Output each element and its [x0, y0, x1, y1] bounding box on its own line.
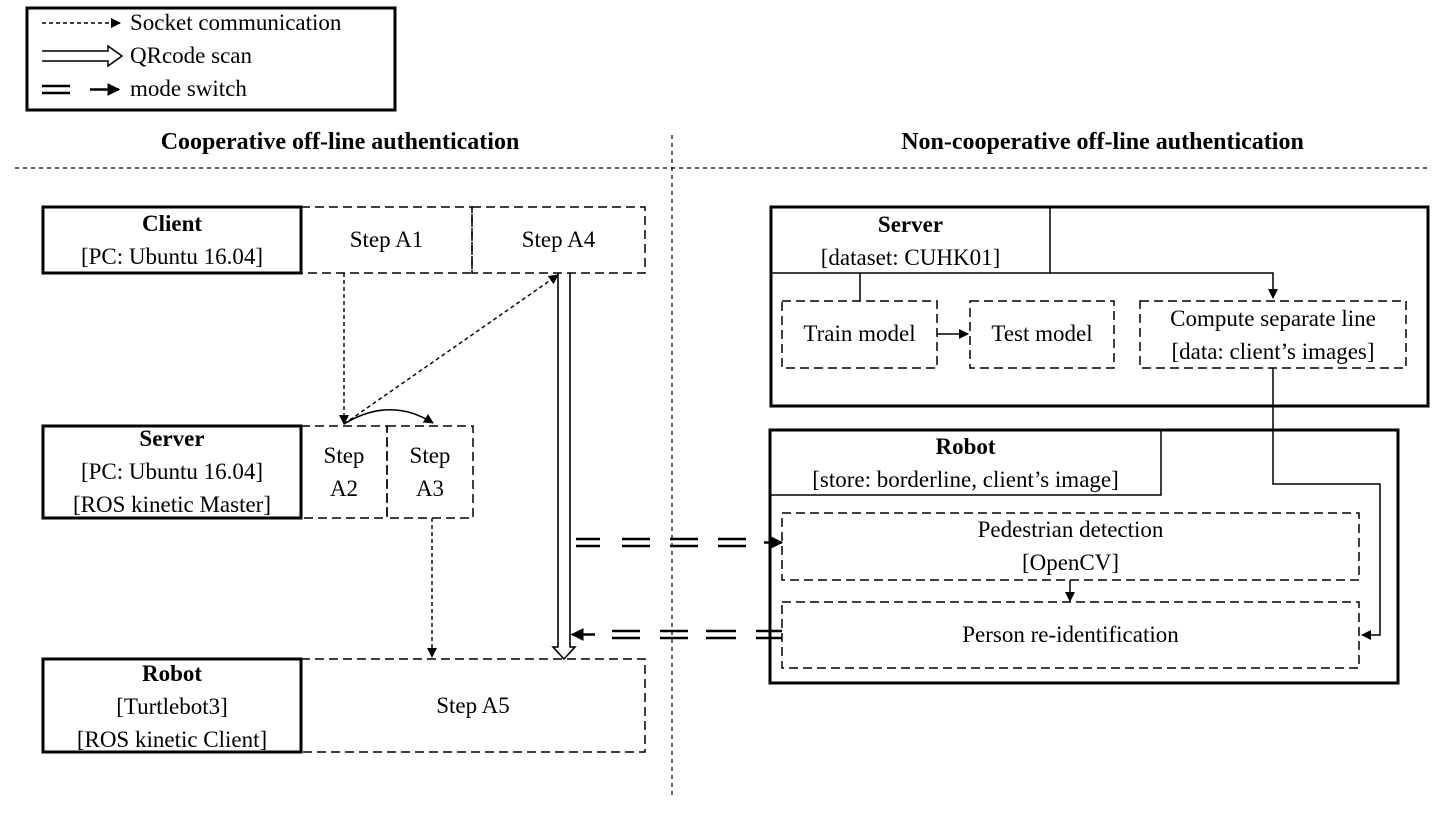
- train-model-label: Train model: [803, 321, 916, 346]
- person-reid-label: Person re-identification: [962, 622, 1179, 647]
- legend-mode-arrow: [42, 83, 121, 96]
- noncoop-robot-label-tab: [770, 430, 1162, 496]
- coop-server-detail-os: [PC: Ubuntu 16.04]: [80, 459, 264, 484]
- coop-step-a2-line1: Step: [323, 443, 365, 468]
- coop-step-a3-line1: Step: [409, 443, 451, 468]
- coop-client-detail: [PC: Ubuntu 16.04]: [80, 244, 264, 269]
- noncoop-robot-outer: [768, 428, 1400, 685]
- qrcode-scan-arrow: [551, 273, 577, 661]
- coop-robot-detail-model: [Turtlebot3]: [116, 694, 228, 719]
- legend-socket-label: Socket communication: [130, 10, 342, 35]
- coop-step-a1-box: [300, 206, 473, 274]
- coop-server-name: Server: [139, 426, 205, 451]
- legend: [25, 6, 397, 112]
- coop-step-a3-line2: A3: [415, 476, 445, 501]
- noncoop-section-title: Non-cooperative off-line authentication: [901, 129, 1304, 155]
- pedestrian-detection-label: Pedestrian detection: [977, 517, 1164, 542]
- legend-qr-label: QRcode scan: [130, 43, 252, 68]
- coop-step-a1-label: Step A1: [349, 227, 424, 252]
- coop-step-a2-line2: A2: [329, 476, 359, 501]
- legend-qr-arrow: [42, 44, 124, 68]
- coop-section-title: Cooperative off-line authentication: [160, 129, 520, 155]
- noncoop-server-outer: [769, 205, 1430, 408]
- coop-step-a3-box: [386, 425, 474, 519]
- noncoop-server-name: Server: [877, 212, 944, 237]
- legend-box: [25, 6, 397, 112]
- transition-arrow-a2-to-a3: [343, 409, 434, 425]
- coop-server-detail-ros: [ROS kinetic Master]: [72, 492, 271, 517]
- pedestrian-detection-tool: [OpenCV]: [1021, 550, 1120, 575]
- compute-to-reid-arrow: [1272, 368, 1381, 640]
- server-to-compute-arrow: [1050, 272, 1278, 299]
- compute-line-data-label: [data: client’s images]: [1171, 339, 1375, 364]
- coop-step-a5-box: [300, 658, 646, 753]
- mode-switch-to-robot: [576, 536, 784, 549]
- test-model-label: Test model: [991, 321, 1093, 346]
- coop-step-a5-label: Step A5: [436, 693, 510, 718]
- coop-step-a4-label: Step A4: [521, 227, 596, 252]
- legend-mode-label: mode switch: [130, 76, 247, 101]
- coop-robot-name: Robot: [141, 661, 203, 686]
- noncoop-server-detail: [dataset: CUHK01]: [820, 245, 1001, 270]
- socket-arrow-a2-to-a4: [343, 274, 559, 425]
- person-reid-box: [781, 601, 1360, 669]
- coop-client-name: Client: [141, 211, 203, 236]
- noncoop-robot-detail: [store: borderline, client’s image]: [812, 467, 1119, 492]
- mode-switch-back: [570, 628, 782, 641]
- compute-line-label: Compute separate line: [1170, 306, 1376, 331]
- coop-robot-detail-ros: [ROS kinetic Client]: [76, 727, 268, 752]
- test-model-box: [969, 300, 1115, 369]
- noncoop-robot-name: Robot: [935, 434, 996, 459]
